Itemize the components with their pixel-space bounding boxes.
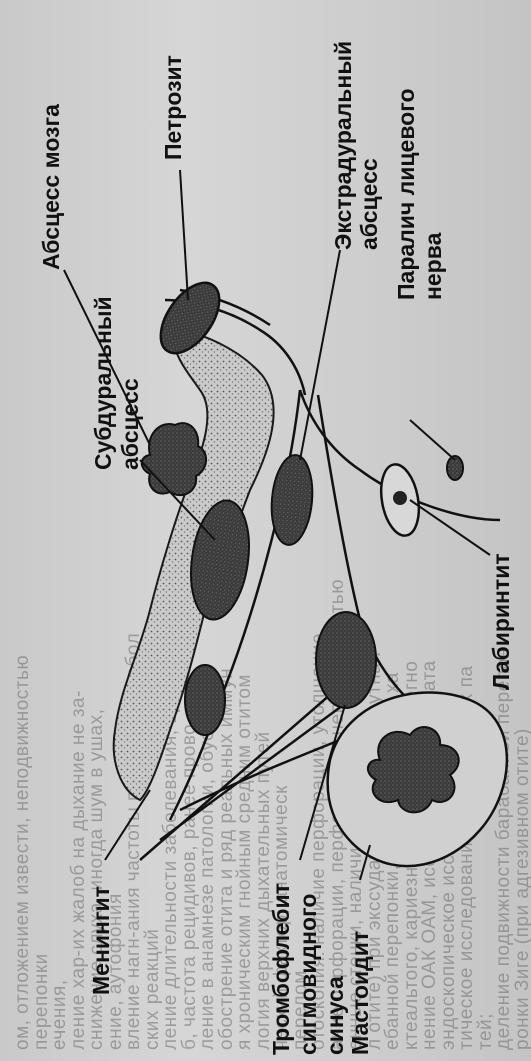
labyrinth-core [393,491,407,505]
extradural-abscess-focus [268,453,316,546]
label-subdural-abscess-line1: Субдуральный [90,296,116,470]
label-sinus-thrombophlebitis-line2: сигмовидного [295,894,321,1055]
label-brain-abscess: Абсцесс мозга [38,104,64,270]
label-extradural-abscess-line1: Экстрадуральный [330,41,356,250]
brain-abscess-focus [142,423,206,495]
label-subdural-abscess-line2: абсцесс [117,378,143,470]
label-facial-palsy-line2: нерва [420,233,446,300]
label-sinus-thrombophlebitis-line3: синуса [322,976,348,1055]
label-facial-palsy-line1: Паралич лицевого [393,88,419,300]
label-extradural-abscess-line2: абсцесс [356,158,382,250]
subdural-abscess-focus-2 [185,665,225,735]
label-mastoiditis: Мастоидит [347,931,373,1055]
sigmoid-sinus-focus [316,612,376,708]
label-meningitis: Менингит [88,886,114,995]
label-labyrinthitis: Лабиринтит [488,553,514,690]
label-sinus-thrombophlebitis-line1: Тромбофлебит [268,883,294,1055]
label-petrositis: Петрозит [160,55,186,160]
